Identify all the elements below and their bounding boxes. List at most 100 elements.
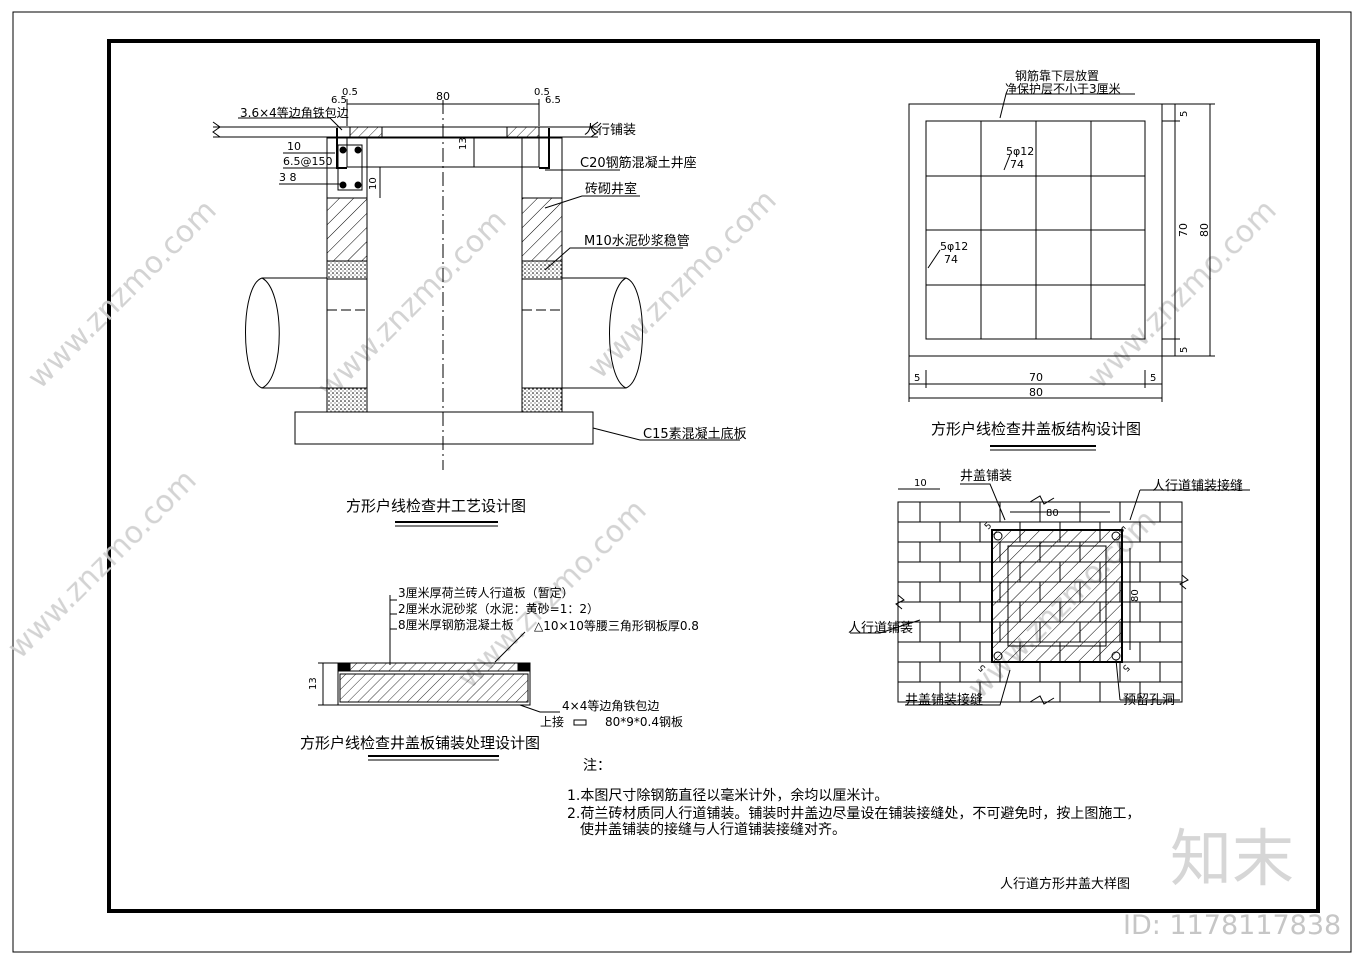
brand-mark: 知末 [1170, 822, 1294, 895]
pipe-left-end [261, 277, 280, 389]
dim-bot-5-right: 5 [1150, 373, 1156, 384]
plan-dim-80-side: 80 [1130, 589, 1141, 602]
hole-2 [1111, 531, 1121, 541]
craft-view-text: 0.5 6.5 80 0.5 6.5 13 10 3.6×4等边角铁包边 10 … [240, 87, 747, 515]
leader-rebar-note [999, 93, 1135, 119]
break-right [590, 121, 599, 138]
label-m10: M10水泥砂浆稳管 [584, 233, 690, 249]
label-rebar-6-5: 6.5@150 [283, 155, 333, 168]
section-upper-joint: 上接 [540, 714, 564, 729]
label-sidewalk-joint: 人行道铺装接缝 [1152, 478, 1243, 494]
mortar-left-top [326, 260, 368, 280]
rebar-dot [354, 181, 362, 189]
cover-paving-left [349, 126, 383, 138]
rebar-note-2: 净保护层不小于3厘米 [1005, 82, 1121, 96]
inner-border [107, 39, 1320, 913]
dim-13: 13 [458, 137, 469, 150]
leader-angle-iron [238, 117, 343, 131]
dim-right-5-top: 5 [1179, 111, 1190, 117]
paving-plan [850, 483, 1250, 706]
dim-right-80: 80 [1198, 223, 1211, 237]
watermark-text: www.znzmo.com [21, 193, 224, 396]
rebar-dot [354, 146, 362, 154]
dim-0-5-left: 0.5 [342, 87, 358, 98]
notes: 注： 1.本图尺寸除钢筋直径以毫米计外，余均以厘米计。 2.荷兰砖材质同人行道铺… [567, 758, 1140, 838]
layer-2: 2厘米水泥砂浆（水泥：黄砂=1：2） [398, 601, 599, 616]
rebar-dot [339, 146, 347, 154]
note-1: 1.本图尺寸除钢筋直径以毫米计外，余均以厘米计。 [567, 787, 888, 804]
mortar-left-bot [326, 387, 368, 413]
outer-border [12, 11, 1352, 953]
break-left [212, 121, 221, 138]
dim-right-5-bot: 5 [1179, 347, 1190, 353]
plan-dim-5-c: 5 [977, 662, 988, 673]
cover-structure [908, 93, 1215, 451]
label-rebar-10: 10 [287, 140, 301, 153]
label-angle-iron: 3.6×4等边角铁包边 [240, 106, 349, 120]
paving-plan-text: 10 井盖铺装 80 人行道铺装接缝 80 人行道铺装 井盖铺装接缝 预留孔洞 … [848, 469, 1243, 708]
plan-dim-5-a: 5 [983, 521, 994, 532]
section-dim-13: 13 [308, 677, 319, 690]
leader-brick [544, 195, 640, 209]
layer-3: 8厘米厚钢筋混凝土板 [398, 617, 514, 632]
paving-section-title: 方形户线检查井盖板铺装处理设计图 [300, 734, 540, 752]
rebar-b-bot: 74 [944, 253, 958, 266]
label-sidewalk-paving: 人行道铺装 [848, 621, 913, 636]
sheet-title-block: 人行道方形井盖大样图 知末 ID: 1178117838 [1000, 822, 1341, 941]
note-3: 使井盖铺装的接缝与人行道铺装接缝对齐。 [580, 821, 846, 838]
label-c20: C20钢筋混凝土井座 [580, 155, 697, 171]
label-cover-joint: 井盖铺装接缝 [905, 692, 983, 708]
dim-right-70: 70 [1177, 223, 1190, 237]
hole-1 [993, 531, 1003, 541]
id-text: ID: 1178117838 [1123, 910, 1341, 941]
layer-1: 3厘米厚荷兰砖人行道板（暂定） [398, 585, 574, 600]
dim-bot-80: 80 [1029, 386, 1043, 399]
plan-dim-80-top: 80 [1046, 508, 1059, 519]
leader-m10 [544, 247, 683, 271]
cover-paving-area [991, 529, 1123, 663]
label-cover-paving: 井盖铺装 [960, 469, 1012, 484]
cover-structure-title: 方形户线检查井盖板结构设计图 [931, 420, 1141, 438]
watermark-text: www.znzmo.com [1, 463, 204, 666]
brick-wall-left [326, 197, 368, 262]
paving-section [318, 595, 587, 761]
cover-paving-right [506, 126, 540, 138]
rebar-b-top: 5φ12 [940, 240, 968, 253]
pipe-left [245, 277, 327, 389]
cover-structure-text: 钢筋靠下层放置 净保护层不小于3厘米 5φ12 74 5φ12 74 5 70 … [914, 68, 1211, 438]
rebar-note-1: 钢筋靠下层放置 [1015, 68, 1099, 83]
label-c15: C15素混凝土底板 [643, 426, 747, 442]
angle-iron-right [539, 128, 550, 169]
concrete-layer [339, 673, 529, 703]
rebar-a-bot: 74 [1010, 158, 1024, 171]
label-paving: 人行铺装 [584, 123, 636, 138]
leader-c15 [592, 427, 740, 441]
craft-view-title: 方形户线检查井工艺设计图 [346, 497, 526, 515]
mortar-right-bot [521, 387, 563, 413]
label-rebar-3-8: 3 8 [279, 171, 297, 184]
brick-wall-right [521, 197, 563, 262]
plan-dim-5-d: 5 [1120, 662, 1131, 673]
section-angle-iron: 4×4等边角铁包边 [562, 699, 659, 713]
slab-outline [908, 103, 1163, 357]
triangle-plate: △10×10等腰三角形钢板厚0.8 [534, 619, 699, 633]
sheet-title: 人行道方形井盖大样图 [1000, 876, 1130, 892]
cover-inner [1007, 545, 1107, 647]
dim-bot-5-left: 5 [914, 373, 920, 384]
cover-slab [346, 137, 540, 168]
brick-layer [349, 662, 519, 672]
label-brick: 砖砌井室 [585, 181, 637, 197]
note-2: 2.荷兰砖材质同人行道铺装。铺装时井盖边尽量设在铺装接缝处，不可避免时，按上图施… [567, 805, 1140, 822]
plan-dim-10: 10 [914, 478, 927, 489]
dim-bot-70: 70 [1029, 371, 1043, 384]
dim-10: 10 [368, 177, 379, 190]
mortar-right-top [521, 260, 563, 280]
plan-dim-5-b: 5 [1116, 525, 1127, 536]
dim-6-5-right: 6.5 [545, 95, 561, 106]
pipe-right [562, 277, 643, 389]
dim-0-5-right: 0.5 [534, 87, 550, 98]
notes-heading: 注： [583, 758, 611, 774]
pipe-right-end [609, 277, 627, 389]
craft-view [212, 99, 740, 527]
